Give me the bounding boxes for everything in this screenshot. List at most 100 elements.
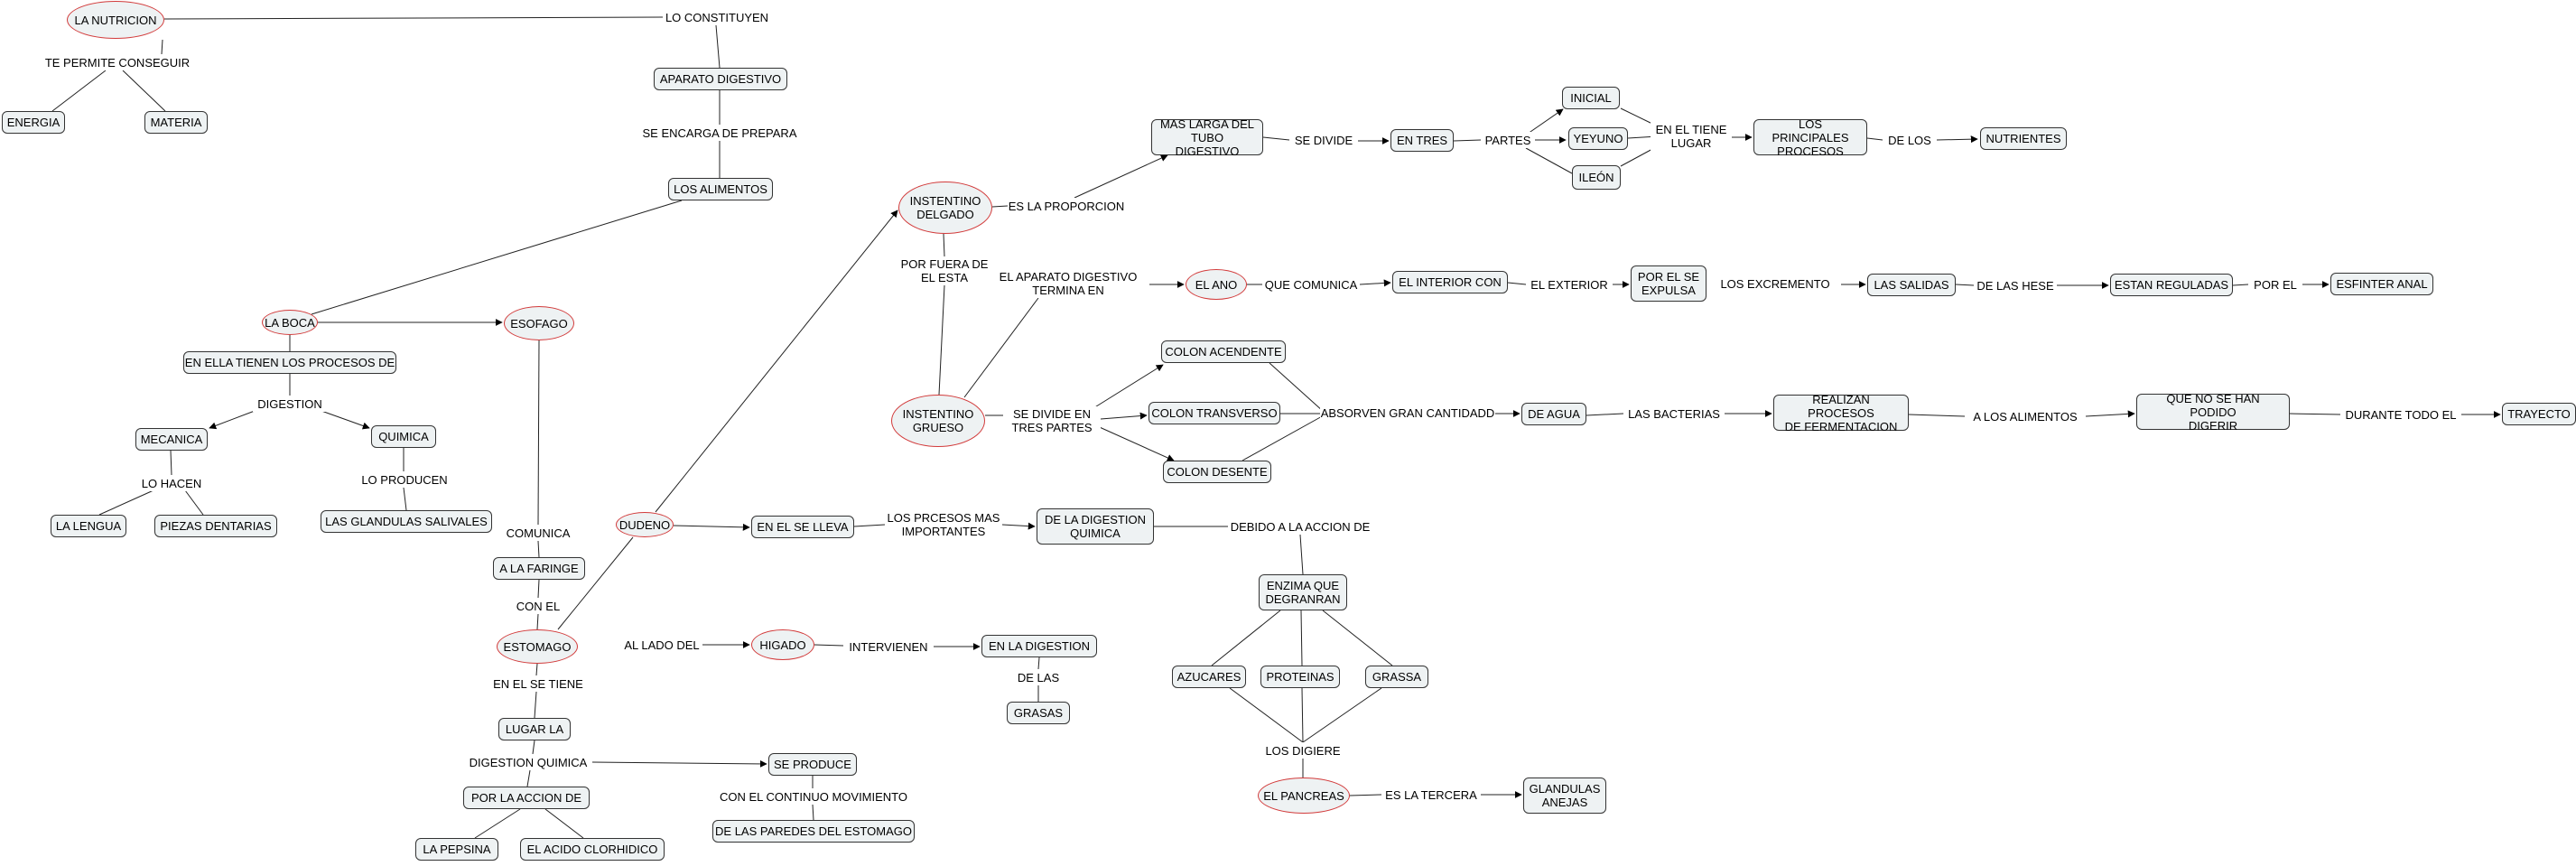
edge <box>1037 656 1040 670</box>
node-esofago[interactable]: ESOFAGO <box>504 306 574 340</box>
node-ano[interactable]: EL ANO <box>1186 269 1247 300</box>
edge <box>1349 794 1382 796</box>
node-se-produce[interactable]: SE PRODUCE <box>768 753 857 776</box>
node-enzima[interactable]: ENZIMA QUE DEGRANRAN <box>1259 574 1347 610</box>
node-inicial[interactable]: INICIAL <box>1562 87 1620 109</box>
edge <box>536 613 539 630</box>
edge <box>853 524 886 527</box>
node-expulsa[interactable]: POR EL SE EXPULSA <box>1631 265 1706 302</box>
link-de-los: DE LOS <box>1883 132 1937 148</box>
node-nutricion[interactable]: LA NUTRICION <box>67 1 164 39</box>
node-estomago[interactable]: ESTOMAGO <box>497 629 578 664</box>
node-salidas[interactable]: LAS SALIDAS <box>1867 274 1956 296</box>
node-grueso[interactable]: INSTENTINO GRUESO <box>891 395 985 447</box>
node-dig-quimica2[interactable]: DE LA DIGESTION QUIMICA <box>1037 508 1154 545</box>
node-no-digerir[interactable]: QUE NO SE HAN PODIDO DIGERIR <box>2136 392 2290 433</box>
edge <box>1301 687 1304 743</box>
edge <box>991 205 1009 208</box>
node-en-tres[interactable]: EN TRES <box>1390 129 1454 152</box>
link-con-continuo: CON EL CONTINUO MOVIMIENTO <box>713 788 914 805</box>
node-proteinas[interactable]: PROTEINAS <box>1260 666 1340 688</box>
node-principales[interactable]: LOS PRINCIPALES PROCESOS <box>1753 117 1867 158</box>
link-es-tercera: ES LA TERCERA <box>1381 787 1481 803</box>
node-pepsina[interactable]: LA PEPSINA <box>415 838 498 861</box>
link-hese: DE LAS HESE <box>1974 277 2057 293</box>
node-por-la-accion[interactable]: POR LA ACCION DE <box>463 787 590 809</box>
edge <box>537 540 540 558</box>
node-nutrientes[interactable]: NUTRIENTES <box>1980 127 2067 150</box>
node-boca[interactable]: LA BOCA <box>262 310 318 335</box>
link-procesos-imp: LOS PRCESOS MAS IMPORTANTES <box>885 510 1002 539</box>
edge <box>1262 136 1290 141</box>
node-en-el-lleva[interactable]: EN EL SE LLEVA <box>751 516 854 538</box>
edge <box>1093 424 1175 461</box>
link-comunica: COMUNICA <box>503 525 573 541</box>
edge <box>814 644 844 647</box>
edge <box>98 489 154 516</box>
edge <box>1001 522 1036 530</box>
node-reguladas[interactable]: ESTAN REGULADAS <box>2110 274 2233 296</box>
link-se-divide: SE DIVIDE <box>1289 132 1358 148</box>
link-bacterias: LAS BACTERIAS <box>1623 405 1725 422</box>
node-grassa[interactable]: GRASSA <box>1365 666 1428 688</box>
link-intervienen: INTERVIENEN <box>843 638 934 655</box>
edge <box>209 410 256 430</box>
edge <box>1908 414 1966 417</box>
node-piezas[interactable]: PIEZAS DENTARIAS <box>154 515 277 537</box>
node-pancreas[interactable]: EL PANCREAS <box>1258 778 1350 814</box>
node-mas-larga[interactable]: MAS LARGA DEL TUBO DIGESTIVO <box>1151 117 1263 158</box>
node-higado[interactable]: HIGADO <box>751 629 814 660</box>
node-acendente[interactable]: COLON ACENDENTE <box>1161 340 1286 363</box>
edge <box>474 808 521 839</box>
node-interior[interactable]: EL INTERIOR CON <box>1392 271 1508 293</box>
node-en-ella[interactable]: EN ELLA TIENEN LOS PROCESOS DE <box>183 351 396 374</box>
node-desente[interactable]: COLON DESENTE <box>1163 461 1271 483</box>
edge <box>1299 534 1304 575</box>
link-tiene-lugar: EN EL TIENE LUGAR <box>1651 122 1732 151</box>
edge <box>532 740 535 755</box>
node-lugar-la[interactable]: LUGAR LA <box>498 718 571 740</box>
node-fermentacion[interactable]: REALIZAN PROCESOS DE FERMENTACION <box>1773 393 1909 433</box>
node-dudeno[interactable]: DUDENO <box>616 512 674 537</box>
edge <box>1269 362 1325 413</box>
edge <box>1300 610 1303 666</box>
node-quimica[interactable]: QUIMICA <box>371 425 436 448</box>
node-transverso[interactable]: COLON TRANSVERSO <box>1149 402 1280 424</box>
edge <box>537 340 540 526</box>
node-aparato[interactable]: APARATO DIGESTIVO <box>654 68 787 90</box>
edge <box>1322 610 1393 666</box>
edge <box>938 284 945 396</box>
link-partes: PARTES <box>1481 132 1535 148</box>
node-mecanica[interactable]: MECANICA <box>135 428 208 451</box>
node-en-la-dig[interactable]: EN LA DIGESTION <box>981 635 1097 657</box>
node-acido[interactable]: EL ACIDO CLORHIDICO <box>520 838 665 861</box>
edge <box>537 579 540 599</box>
node-agua[interactable]: DE AGUA <box>1521 403 1586 425</box>
node-glandulas-sal[interactable]: LAS GLANDULAS SALIVALES <box>321 510 492 533</box>
node-delgado[interactable]: INSTENTINO DELGADO <box>898 182 992 234</box>
node-esfinter[interactable]: ESFINTER ANAL <box>2330 273 2433 295</box>
node-alimentos[interactable]: LOS ALIMENTOS <box>668 178 773 200</box>
node-azucares[interactable]: AZUCARES <box>1172 666 1246 688</box>
edge <box>1211 610 1281 666</box>
node-materia[interactable]: MATERIA <box>144 111 208 134</box>
edge <box>1100 412 1148 420</box>
node-glandulas-anejas[interactable]: GLANDULAS ANEJAS <box>1523 778 1606 814</box>
node-lengua[interactable]: LA LENGUA <box>51 515 126 537</box>
edge <box>544 808 584 839</box>
node-energia[interactable]: ENERGIA <box>2 111 65 134</box>
node-ileon[interactable]: ILEÓN <box>1572 165 1621 190</box>
edge <box>2232 284 2249 286</box>
edge <box>311 200 683 315</box>
edge <box>2085 410 2135 418</box>
node-paredes[interactable]: DE LAS PAREDES DEL ESTOMAGO <box>712 820 915 843</box>
node-yeyuno[interactable]: YEYUNO <box>1568 127 1628 150</box>
edge <box>1620 147 1655 167</box>
node-faringe[interactable]: A LA FARINGE <box>493 557 585 580</box>
node-trayecto[interactable]: TRAYECTO <box>2502 403 2576 425</box>
edge <box>591 759 767 768</box>
node-grasas[interactable]: GRASAS <box>1007 702 1070 724</box>
edge <box>1586 413 1624 416</box>
edge <box>1302 687 1382 743</box>
